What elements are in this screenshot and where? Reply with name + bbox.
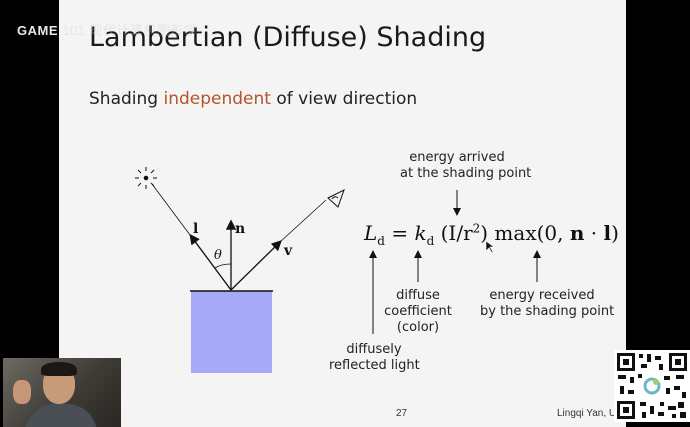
qr-code-icon bbox=[614, 350, 690, 422]
view-label: v bbox=[283, 243, 293, 259]
angle-arc bbox=[214, 263, 232, 269]
annotation-line: at the shading point bbox=[400, 166, 532, 181]
view-ray bbox=[279, 199, 327, 243]
eq-max: max(0, bbox=[488, 221, 570, 245]
annotation-line: energy received bbox=[489, 288, 595, 303]
eq-n: n bbox=[569, 221, 585, 245]
subtitle-after: of view direction bbox=[270, 89, 418, 109]
eq-equals: = bbox=[384, 221, 415, 245]
eq-k-sub: d bbox=[426, 234, 435, 248]
video-watermark: GAME 101 现代计算机图形学 bbox=[17, 20, 197, 39]
subtitle-before: Shading bbox=[89, 89, 164, 109]
annotation-line: coefficient bbox=[384, 304, 452, 319]
annotation-reflected-light: diffusely reflected light bbox=[329, 342, 420, 374]
view-vector bbox=[230, 240, 282, 291]
normal-label: n bbox=[235, 221, 245, 237]
slide: Lambertian (Diffuse) Shading Shading ind… bbox=[59, 0, 685, 427]
light-source-icon bbox=[135, 167, 157, 189]
subtitle-highlight: independent bbox=[163, 89, 271, 109]
eq-L: L bbox=[364, 221, 378, 245]
annotation-line: diffuse bbox=[396, 288, 440, 303]
angle-label: θ bbox=[214, 248, 222, 263]
annotation-line: diffusely bbox=[346, 342, 402, 357]
annotation-diffuse-coefficient: diffuse coefficient (color) bbox=[380, 288, 456, 336]
eq-close: ) bbox=[480, 221, 489, 245]
light-vector bbox=[189, 233, 232, 291]
eq-l: l bbox=[603, 221, 612, 245]
annotation-energy-received: energy received by the shading point bbox=[480, 288, 615, 320]
eq-dot: · bbox=[584, 221, 604, 245]
watermark-brand: GAME bbox=[17, 23, 58, 38]
eq-k: k bbox=[414, 221, 427, 245]
slide-number: 27 bbox=[396, 408, 408, 419]
annotation-line: (color) bbox=[396, 320, 440, 335]
slide-title: Lambertian (Diffuse) Shading bbox=[89, 22, 487, 53]
annotation-line: reflected light bbox=[329, 358, 420, 373]
eye-icon bbox=[327, 188, 345, 208]
eq-L-sub: d bbox=[377, 234, 385, 248]
presenter-hair bbox=[41, 362, 77, 376]
presenter-body bbox=[25, 404, 97, 427]
surface-block bbox=[191, 291, 272, 373]
light-label: l bbox=[193, 221, 198, 237]
eq-sup: 2 bbox=[472, 221, 481, 236]
annotation-line: by the shading point bbox=[480, 304, 615, 319]
eq-term: (I/r bbox=[434, 221, 473, 245]
annotation-line: energy arrived bbox=[409, 150, 505, 165]
annotation-energy-arrived: energy arrived at the shading point bbox=[400, 150, 532, 182]
cursor-icon bbox=[485, 240, 495, 254]
lambert-equation: Ld = kd (I/r2) max(0, n · l) bbox=[364, 221, 619, 248]
slide-subtitle: Shading independent of view direction bbox=[89, 89, 417, 109]
presenter-hand bbox=[13, 380, 31, 404]
eq-end: ) bbox=[611, 221, 619, 245]
watermark-faded: 101 现代计算机图形学 bbox=[62, 23, 198, 38]
webcam-video bbox=[3, 358, 121, 427]
